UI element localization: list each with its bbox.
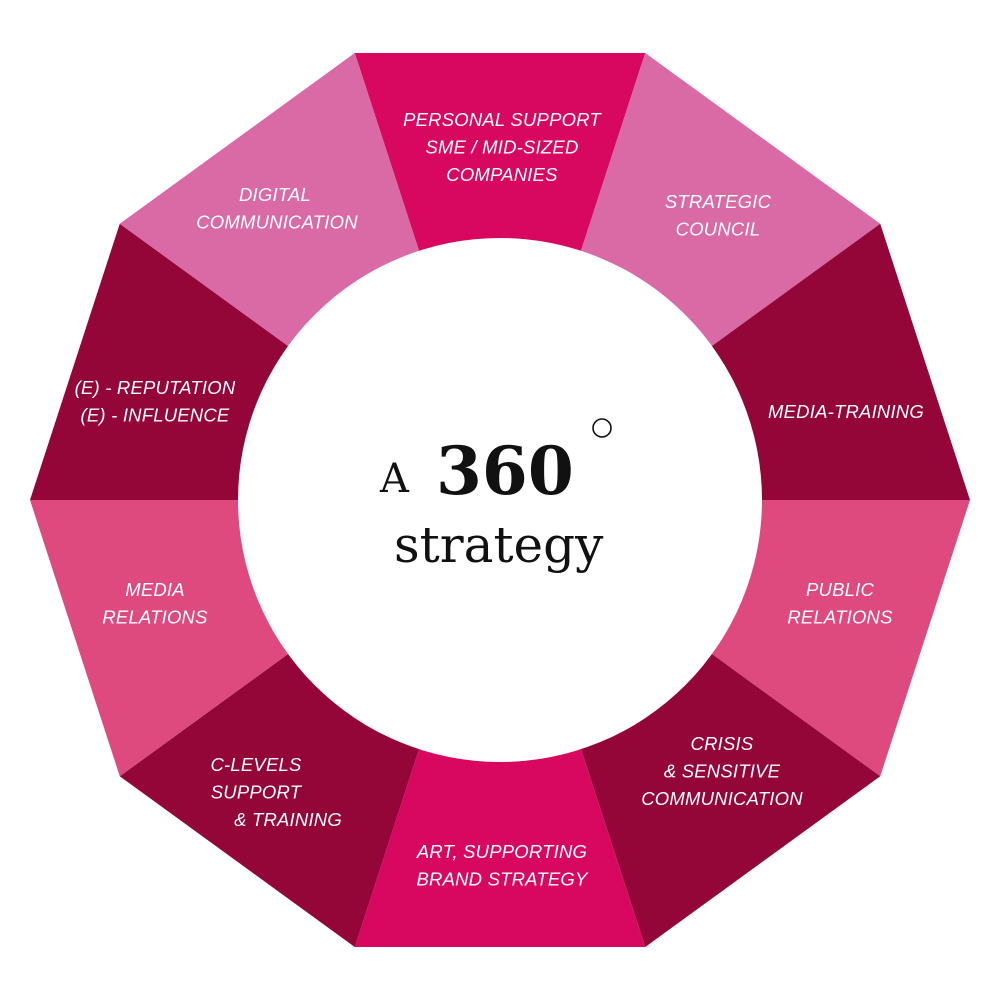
segment-label-digital-communication: DIGITAL COMMUNICATION	[196, 184, 358, 233]
segment-labels: PERSONAL SUPPORT SME / MID-SIZED COMPANIES…	[75, 109, 924, 890]
segment-label-media-relations: MEDIA RELATIONS	[102, 579, 208, 628]
segment-label-crisis-communication: CRISIS & SENSITIVE COMMUNICATION	[641, 733, 803, 809]
center-title-number: 360	[436, 432, 574, 510]
center-title-prefix: A	[379, 456, 410, 502]
segment-label-line: PERSONAL SUPPORT	[403, 109, 602, 130]
segment-label-line: RELATIONS	[102, 607, 208, 628]
center-subtitle: strategy	[394, 516, 604, 574]
segment-label-line: COMMUNICATION	[641, 788, 803, 809]
segment-label-line: BRAND STRATEGY	[416, 869, 588, 890]
segment-label-line: (E) - REPUTATION	[75, 377, 236, 398]
segment-label-line: COUNCIL	[676, 219, 761, 240]
segment-label-e-reputation: (E) - REPUTATION (E) - INFLUENCE	[75, 377, 236, 426]
segment-label-line: COMPANIES	[446, 164, 558, 185]
center-hub	[238, 238, 762, 762]
segment-label-line: MEDIA-TRAINING	[768, 401, 924, 422]
segment-label-personal-support: PERSONAL SUPPORT SME / MID-SIZED COMPANIES	[403, 109, 602, 185]
segment-label-line: STRATEGIC	[665, 191, 772, 212]
segment-label-line: RELATIONS	[787, 607, 893, 628]
segment-label-line: CRISIS	[691, 733, 754, 754]
segment-label-line: PUBLIC	[806, 579, 874, 600]
segment-label-line: COMMUNICATION	[196, 212, 358, 233]
segment-label-line: (E) - INFLUENCE	[81, 405, 230, 426]
segment-label-media-training: MEDIA-TRAINING	[768, 401, 924, 422]
center-title: A 360 strategy	[379, 418, 612, 574]
degree-symbol	[592, 418, 612, 438]
segment-label-line: ART, SUPPORTING	[416, 841, 587, 862]
segment-label-c-levels-support: C-LEVELS SUPPORT & TRAINING	[210, 754, 341, 830]
segment-label-line: DIGITAL	[239, 184, 311, 205]
segment-label-line: MEDIA	[125, 579, 185, 600]
segment-label-line: SUPPORT	[211, 782, 303, 803]
segment-label-line: C-LEVELS	[210, 754, 302, 775]
segment-label-line: & SENSITIVE	[664, 761, 781, 782]
segment-label-art-brand-strategy: ART, SUPPORTING BRAND STRATEGY	[416, 841, 589, 890]
segment-label-line: SME / MID-SIZED	[425, 137, 578, 158]
segment-label-strategic-council: STRATEGIC COUNCIL	[665, 191, 772, 240]
segment-label-public-relations: PUBLIC RELATIONS	[787, 579, 893, 628]
segment-label-line: & TRAINING	[234, 809, 342, 830]
